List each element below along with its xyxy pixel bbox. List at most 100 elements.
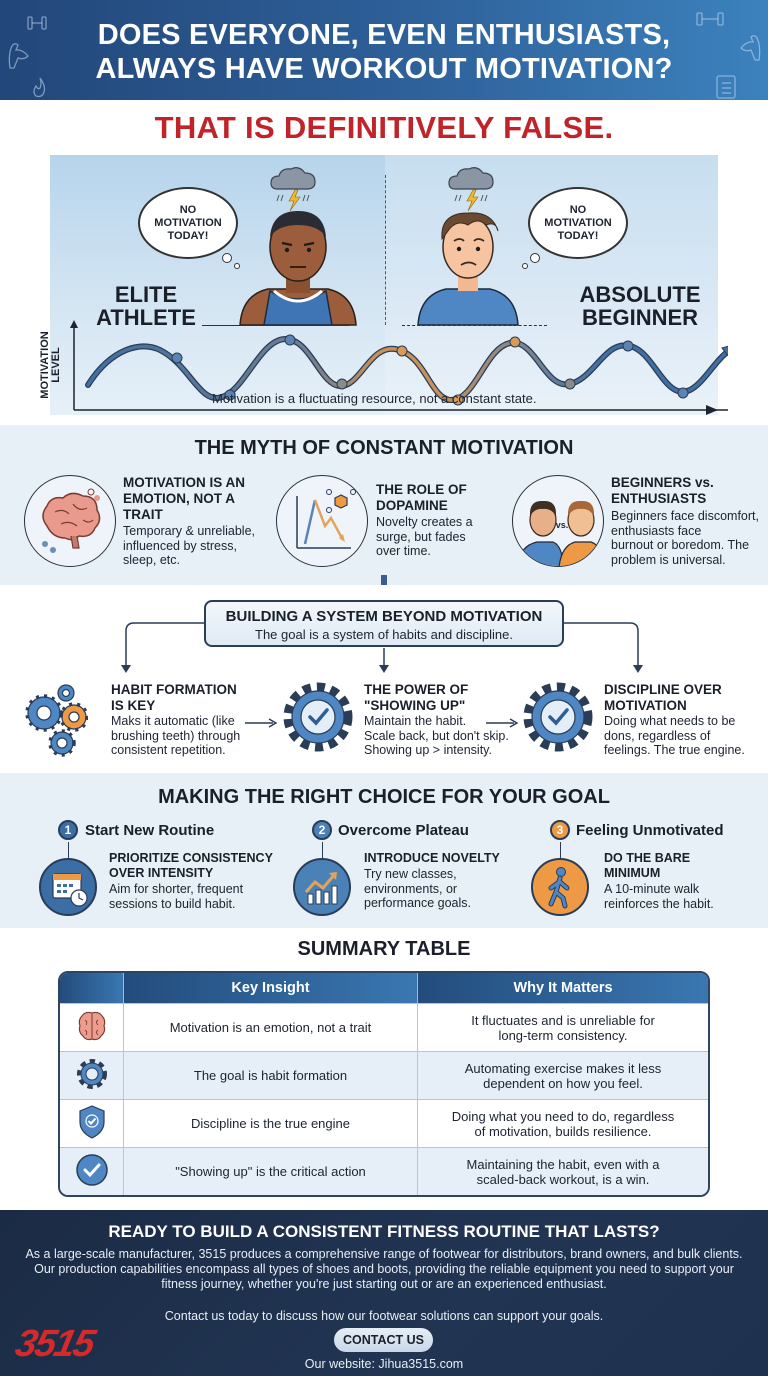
thought-dot (530, 253, 540, 263)
system-summary-box: BUILDING A SYSTEM BEYOND MOTIVATION The … (204, 600, 564, 647)
flexed-arm-icon (8, 43, 29, 69)
flame-icon (33, 77, 46, 98)
page-title: DOES EVERYONE, EVEN ENTHUSIASTS, ALWAYS … (0, 18, 768, 86)
system-item-2-title: THE POWER OF"SHOWING UP" (364, 682, 469, 713)
gears-icon (25, 684, 88, 757)
summary-table: Key Insight Why It Matters Motivation is… (58, 971, 710, 1197)
table-row: The goal is habit formation Automating e… (60, 1051, 708, 1099)
table-row: "Showing up" is the critical action Main… (60, 1147, 708, 1195)
motivation-wave-chart (70, 320, 728, 411)
svg-text:vs.: vs. (556, 520, 569, 530)
insight-cell: "Showing up" is the critical action (124, 1147, 418, 1195)
walking-person-icon (531, 858, 589, 916)
choice-section-title: MAKING THE RIGHT CHOICE FOR YOUR GOAL (158, 786, 610, 808)
absolute-beginner-figure (417, 212, 519, 326)
footer-title: READY TO BUILD A CONSISTENT FITNESS ROUT… (108, 1222, 660, 1241)
right-arrow-icon (486, 718, 518, 728)
dumbbell-icon (27, 16, 47, 30)
summary-table-title: SUMMARY TABLE (297, 938, 471, 960)
shield-check-icon (60, 1099, 124, 1147)
chart-caption: Motivation is a fluctuating resource, no… (212, 391, 537, 406)
storm-cloud-icon (270, 167, 316, 212)
growth-chart-icon (293, 858, 351, 916)
x-axis-arrow (706, 405, 718, 415)
thought-dot (222, 253, 232, 263)
myth-section-title: THE MYTH OF CONSTANT MOTIVATION (194, 437, 574, 459)
connector (68, 842, 69, 858)
choice-section: MAKING THE RIGHT CHOICE FOR YOUR GOAL 1 … (0, 773, 768, 928)
ground-line (402, 325, 547, 326)
system-subtitle: The goal is a system of habits and disci… (255, 627, 513, 642)
footer-cta: READY TO BUILD A CONSISTENT FITNESS ROUT… (0, 1210, 768, 1376)
gear-check-icon (283, 682, 353, 752)
myth-item-1-body: Temporary & unreliable,influenced by str… (123, 524, 256, 567)
elite-athlete-figure (239, 211, 357, 326)
ground-line (202, 325, 349, 326)
thought-dot (522, 263, 528, 269)
header-banner: DOES EVERYONE, EVEN ENTHUSIASTS, ALWAYS … (0, 0, 768, 100)
gear-icon (60, 1051, 124, 1099)
footer-contact-text: Contact us today to discuss how our foot… (164, 1309, 604, 1323)
insight-cell: The goal is habit formation (124, 1051, 418, 1099)
choice-3-heading: Feeling Unmotivated (576, 822, 724, 839)
title-line-2: ALWAYS HAVE WORKOUT MOTIVATION? (95, 53, 673, 85)
step-number-1: 1 (58, 820, 78, 840)
table-row: Discipline is the true engine Doing what… (60, 1099, 708, 1147)
title-line-1: DOES EVERYONE, EVEN ENTHUSIASTS, (97, 19, 671, 51)
flexed-arm-icon (740, 35, 761, 61)
brain-icon (24, 475, 116, 567)
storm-cloud-icon (448, 167, 494, 212)
step-number-3: 3 (550, 820, 570, 840)
verdict-heading: THAT IS DEFINITIVELY FALSE. (154, 110, 614, 145)
choice-2-title: INTRODUCE NOVELTY (364, 851, 500, 865)
system-section: BUILDING A SYSTEM BEYOND MOTIVATION The … (0, 585, 768, 773)
brand-logo: 3515 (11, 1323, 98, 1365)
step-number-2: 2 (312, 820, 332, 840)
website-link[interactable]: Our website: Jihua3515.com (304, 1357, 464, 1371)
beginner-vs-enthusiast-icon: vs. (512, 475, 604, 567)
right-arrow-icon (245, 718, 277, 728)
system-title: BUILDING A SYSTEM BEYOND MOTIVATION (225, 608, 543, 625)
connector (560, 842, 561, 858)
contact-us-button[interactable]: CONTACT US (334, 1328, 433, 1352)
check-circle-icon (60, 1147, 124, 1195)
choice-1-heading: Start New Routine (85, 822, 215, 839)
footer-body: As a large-scale manufacturer, 3515 prod… (25, 1247, 743, 1291)
dopamine-chart-icon (276, 475, 368, 567)
brain-icon (60, 1003, 124, 1051)
header-why-it-matters: Why It Matters (418, 973, 708, 1003)
insight-cell: Motivation is an emotion, not a trait (124, 1003, 418, 1051)
system-item-2-body: Maintain the habit.Scale back, but don't… (364, 714, 509, 757)
thought-dot (234, 263, 240, 269)
header-icon-col (60, 973, 124, 1003)
myth-section: THE MYTH OF CONSTANT MOTIVATION MOTIVATI… (0, 425, 768, 585)
gear-check-icon (523, 682, 593, 752)
clipboard-icon (716, 75, 736, 99)
calendar-clock-icon (39, 858, 97, 916)
myth-item-3-title: BEGINNERS vs.ENTHUSIASTS (611, 475, 714, 506)
table-row: Motivation is an emotion, not a trait It… (60, 1003, 708, 1051)
myth-item-3-body: Beginners face discomfort,enthusiasts fa… (611, 509, 759, 567)
dumbbell-icon (696, 12, 724, 26)
connector-lines (121, 622, 643, 673)
